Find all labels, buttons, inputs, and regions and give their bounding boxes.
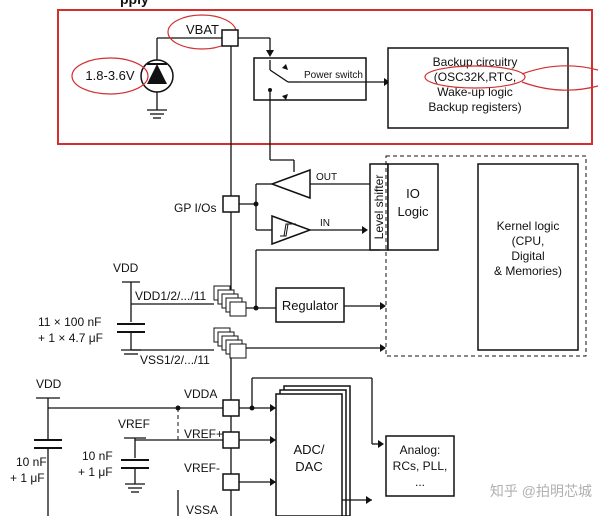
vref-minus-label: VREF- <box>184 461 220 475</box>
backup-line-1: (OSC32K,RTC, <box>434 70 516 84</box>
core-capacitor-icon <box>117 323 145 333</box>
vref-plus-pad <box>222 431 240 449</box>
cap-line-2: + 1 × 4.7 μF <box>38 331 103 345</box>
switch-symbol-icon <box>268 60 300 100</box>
io-logic-box <box>387 163 439 251</box>
analog-line-1: RCs, PLL, <box>393 459 448 473</box>
gpio-label: GP I/Os <box>174 201 216 215</box>
output-buffer-icon <box>269 168 311 200</box>
vss-pins-label: VSS1/2/.../11 <box>140 353 210 367</box>
kernel-line-0: Kernel logic <box>497 219 560 233</box>
vref-ground-icon <box>125 483 145 493</box>
adc-dac-box <box>275 393 343 516</box>
backup-line-0: Backup circuitry <box>433 55 518 69</box>
cap-mid-line-2: + 1 μF <box>78 465 113 479</box>
vref-label: VREF <box>118 417 150 431</box>
ground-icon <box>147 109 167 119</box>
kernel-domain-outline <box>385 155 587 357</box>
cap-line-1: 11 × 100 nF <box>38 315 102 329</box>
cap-left-line-2: + 1 μF <box>10 471 45 485</box>
io-logic-line-1: Logic <box>397 204 429 219</box>
cap-mid-line-1: 10 nF <box>82 449 113 463</box>
backup-line-2: Wake-up logic <box>437 85 513 99</box>
vref-minus-pad <box>222 473 240 491</box>
level-shifter-label: Level shifter <box>372 175 386 240</box>
osc-rtc-highlight <box>424 65 526 89</box>
analog-vdd-label: VDD <box>36 377 62 391</box>
analog-mid-capacitor-icon <box>121 459 149 469</box>
input-buffer-icon <box>271 214 313 246</box>
backup-line-3: Backup registers) <box>428 100 521 114</box>
vdd-top-label: VDD <box>113 261 139 275</box>
analog-box <box>385 435 455 497</box>
vref-plus-label: VREF+ <box>184 427 223 441</box>
analog-line-0: Analog: <box>400 443 441 457</box>
regulator-box <box>275 287 345 323</box>
adc-line-1: DAC <box>295 459 322 474</box>
vdd-pin-stack-icon <box>213 285 247 317</box>
vbat-label: VBAT <box>186 22 219 37</box>
regulator-label: Regulator <box>282 298 339 313</box>
analog-left-capacitor-icon <box>34 439 62 449</box>
vdda-label: VDDA <box>184 387 217 401</box>
vbat-pad <box>221 29 239 47</box>
kernel-line-3: & Memories) <box>494 264 562 278</box>
in-label: IN <box>320 218 330 229</box>
out-label: OUT <box>316 172 337 183</box>
vdd-pins-label: VDD1/2/.../11 <box>135 289 206 303</box>
analog-line-2: ... <box>415 475 425 489</box>
io-logic-line-0: IO <box>406 186 420 201</box>
kernel-line-2: Digital <box>511 249 544 263</box>
vss-pin-stack-icon <box>213 327 247 359</box>
header-partial-title: pply <box>120 0 149 7</box>
adc-line-0: ADC/ <box>293 442 324 457</box>
power-switch-box <box>253 57 367 101</box>
gpio-pad <box>222 195 240 213</box>
battery-voltage-label: 1.8-3.6V <box>85 68 134 83</box>
battery-source-icon <box>140 59 174 93</box>
backup-domain-highlight <box>57 9 593 145</box>
vdda-pad <box>222 399 240 417</box>
vssa-label: VSSA <box>186 503 218 516</box>
watermark: 知乎 @拍明芯城 <box>490 483 592 499</box>
cap-left-line-1: 10 nF <box>16 455 47 469</box>
battery-voltage-highlight <box>71 57 149 95</box>
kernel-line-1: (CPU, <box>512 234 545 248</box>
power-switch-label: Power switch <box>304 70 363 81</box>
rtc-callout-arc <box>521 65 599 75</box>
kernel-logic-box <box>477 163 579 351</box>
